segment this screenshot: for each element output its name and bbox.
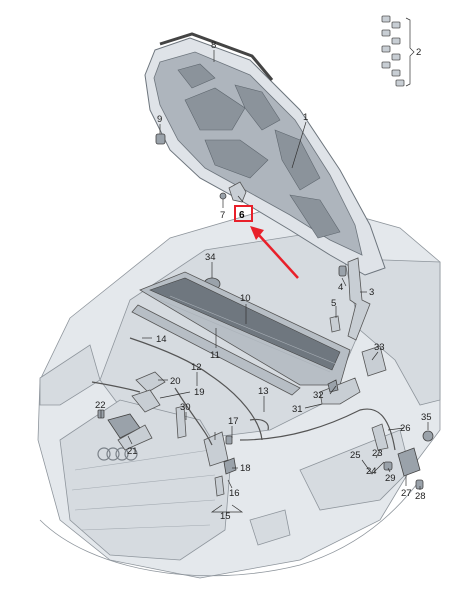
- callout-24: 24: [366, 466, 377, 477]
- callout-23: 23: [372, 448, 383, 459]
- callout-22: 22: [95, 400, 106, 411]
- callout-11: 11: [210, 350, 220, 361]
- callout-33: 33: [374, 342, 385, 353]
- callout-16: 16: [229, 488, 240, 499]
- callout-9: 9: [157, 114, 162, 125]
- callout-5: 5: [331, 298, 336, 309]
- highlight-box: [234, 205, 253, 222]
- audi-rings-logo-icon: [97, 447, 138, 461]
- callout-35: 35: [421, 412, 432, 423]
- fastener-set: [381, 15, 415, 87]
- callout-32: 32: [313, 390, 324, 401]
- callout-31: 31: [292, 404, 303, 415]
- callout-10: 10: [240, 293, 251, 304]
- callout-14: 14: [156, 334, 167, 345]
- callout-18: 18: [240, 463, 251, 474]
- callout-26: 26: [400, 423, 411, 434]
- release-rod: [175, 405, 187, 439]
- callout-15: 15: [220, 511, 231, 522]
- callout-21: 21: [127, 446, 138, 457]
- callout-28: 28: [415, 491, 426, 502]
- callout-25: 25: [350, 450, 361, 461]
- callout-29: 29: [385, 473, 396, 484]
- side-bracket: [361, 345, 387, 377]
- callout-3: 3: [369, 287, 374, 298]
- cowl-panel: [131, 271, 351, 396]
- release-cables: [91, 337, 396, 451]
- callout-13: 13: [258, 386, 269, 397]
- cable-bracket: [319, 377, 361, 405]
- callout-labels: 1 2 3 4 5 6 7 8 9 10 11 12 13 14 15 16 1…: [95, 40, 432, 522]
- latch-assembly-left: [97, 371, 166, 451]
- callout-19: 19: [194, 387, 205, 398]
- callout-4: 4: [338, 282, 343, 293]
- hood-buffer: [155, 133, 166, 145]
- highlight-marker: [234, 205, 299, 279]
- leader-lines: [100, 50, 429, 513]
- callout-1: 1: [303, 112, 308, 123]
- callout-8: 8: [211, 40, 216, 51]
- callout-6: 6: [239, 210, 245, 221]
- callout-17: 17: [228, 416, 239, 427]
- hood-panel: [144, 32, 386, 276]
- callout-30: 30: [180, 402, 191, 413]
- callout-20: 20: [170, 376, 181, 387]
- callout-34: 34: [205, 252, 216, 263]
- callout-2: 2: [416, 47, 421, 58]
- callout-7: 7: [220, 210, 225, 221]
- hood-strut: [329, 257, 371, 341]
- hood-bracket: [219, 181, 247, 203]
- red-arrow-pointer-icon: [250, 226, 299, 279]
- callout-12: 12: [191, 362, 202, 373]
- callout-27: 27: [401, 488, 412, 499]
- latch-assembly-right: [371, 423, 434, 490]
